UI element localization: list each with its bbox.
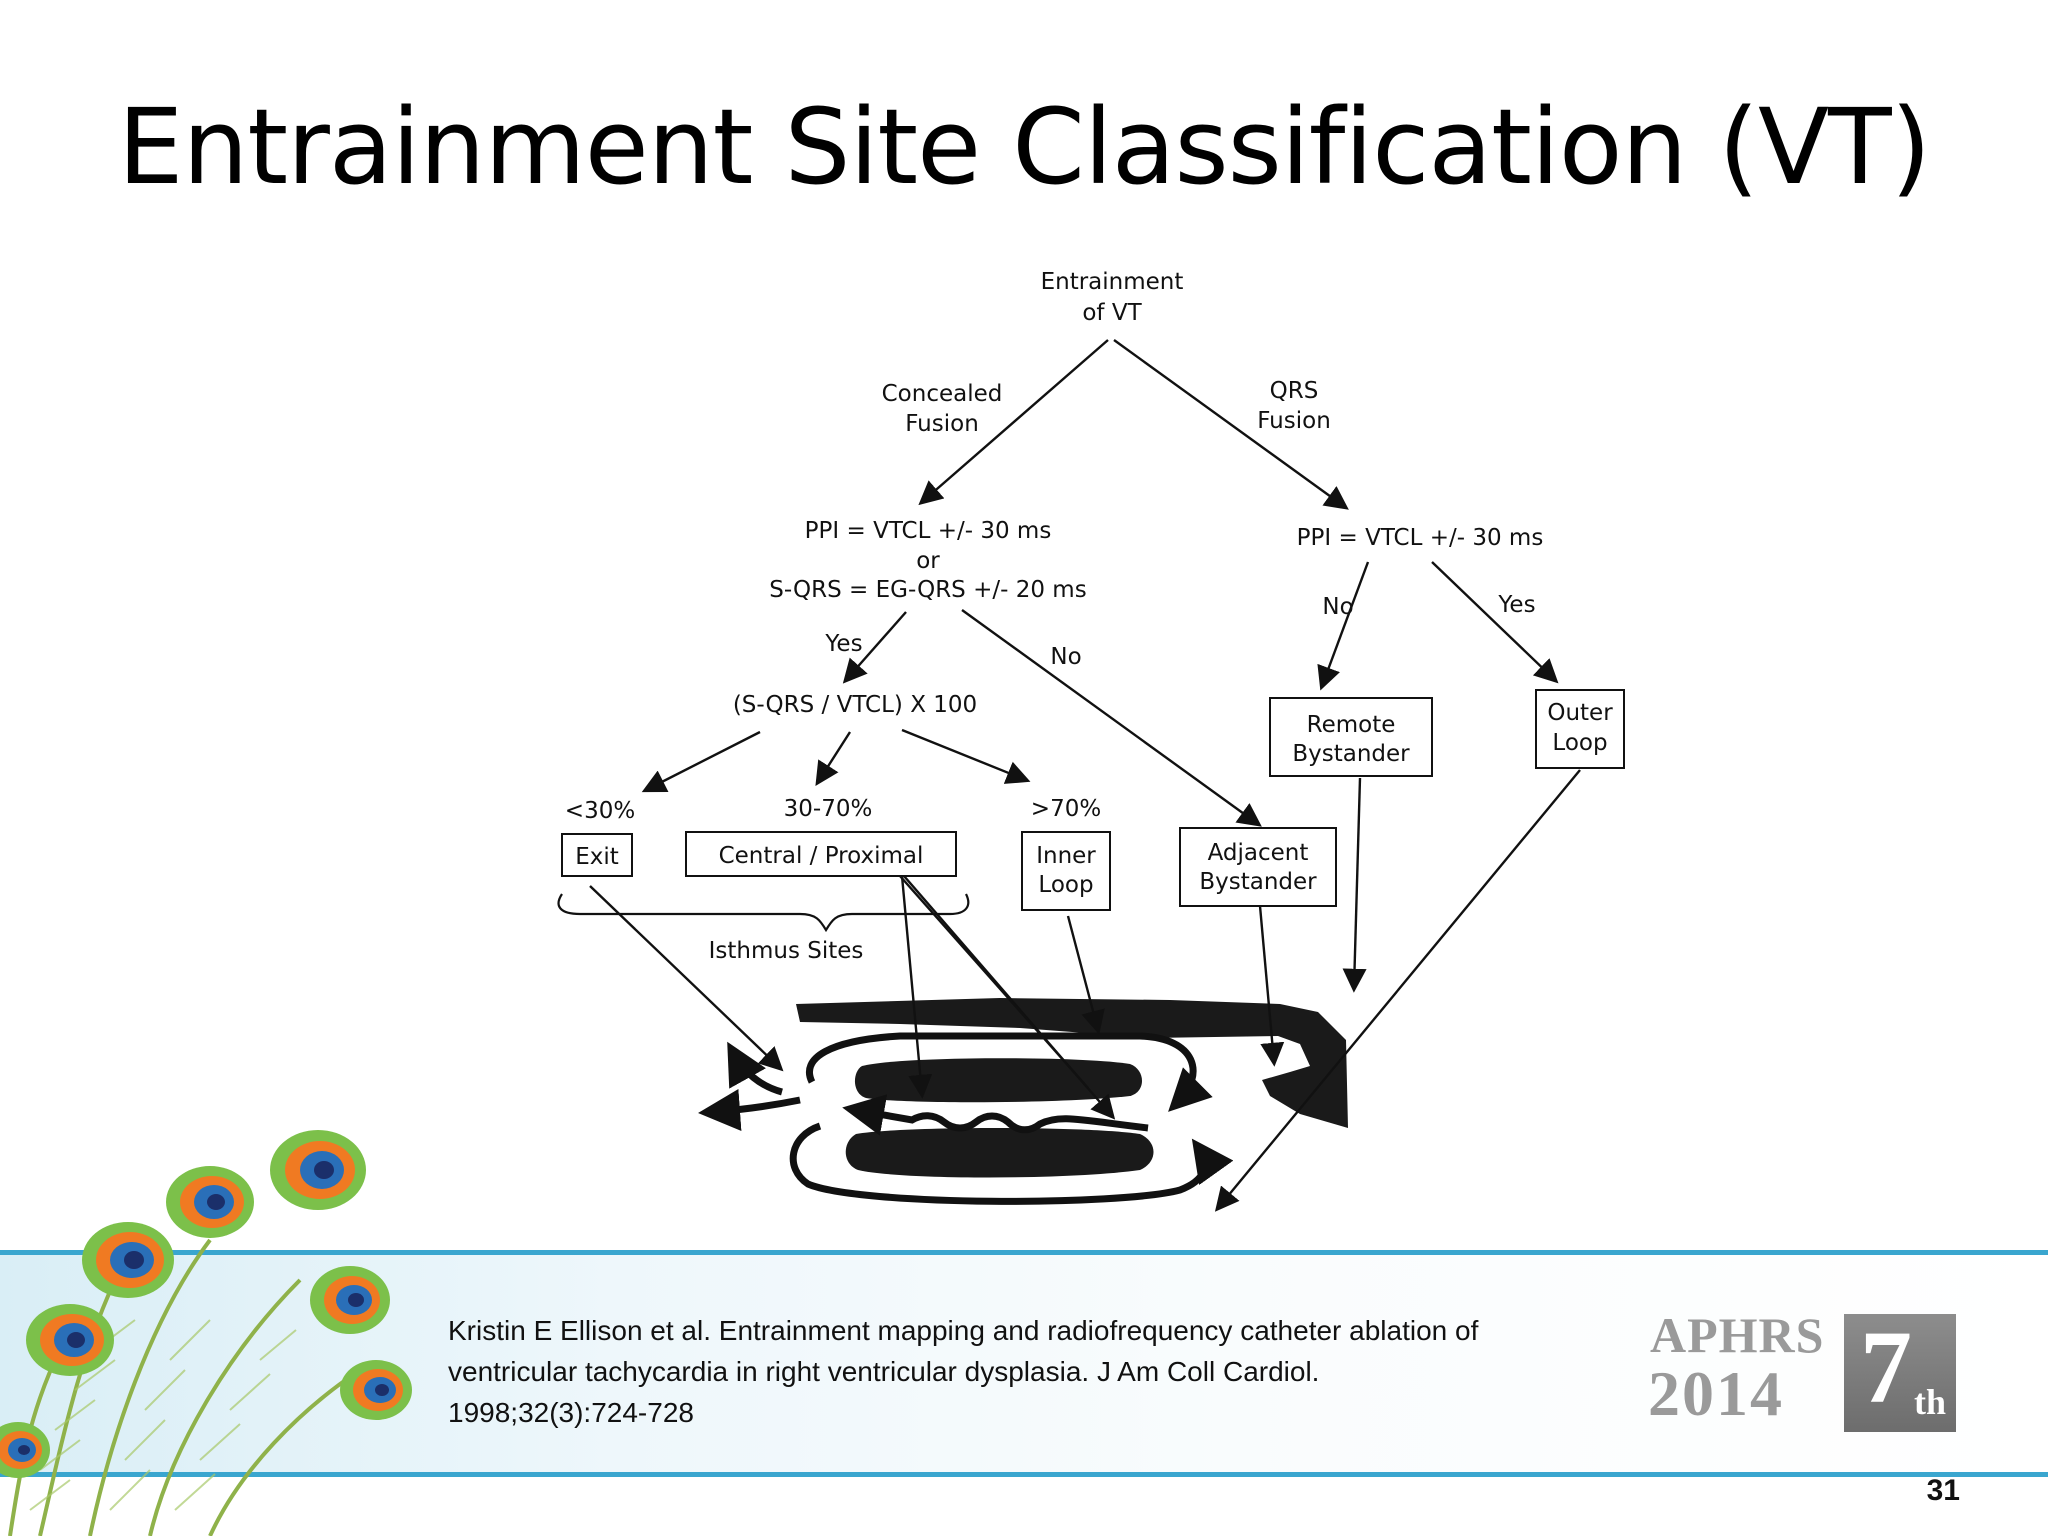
feather-eye-1 <box>82 1222 174 1298</box>
logo-edition-number: 7 <box>1860 1310 1912 1425</box>
root-label-line2: of VT <box>1082 300 1142 326</box>
feather-eye-3 <box>270 1130 366 1210</box>
arrow-right-no <box>1317 561 1370 691</box>
feather-eye-5 <box>310 1266 390 1334</box>
left-criteria-line1: PPI = VTCL +/- 30 ms <box>805 518 1052 544</box>
page-number: 31 <box>1926 1474 1960 1507</box>
logo-edition-suffix: th <box>1914 1382 1947 1422</box>
citation-line-2: ventricular tachycardia in right ventric… <box>448 1356 1320 1387</box>
pointer-central-1 <box>900 875 933 1099</box>
box-remote-line2: Bystander <box>1292 741 1410 767</box>
right-no-label: No <box>1322 594 1353 620</box>
isthmus-label: Isthmus Sites <box>709 938 864 964</box>
qrs-fusion-line1: QRS <box>1270 378 1319 404</box>
arrow-left-no <box>961 609 1262 827</box>
arrow-ratio-mid <box>815 731 852 787</box>
box-inner-line1: Inner <box>1036 843 1096 869</box>
footer-bottom-line <box>0 1472 2048 1477</box>
concealed-fusion-line1: Concealed <box>882 381 1003 407</box>
aphrs-2014-logo: APHRS 2014 7 th <box>1648 1306 1960 1436</box>
left-yes-label: Yes <box>824 631 862 657</box>
left-criteria-or: or <box>916 548 940 574</box>
pointer-remote <box>1342 777 1367 993</box>
footer-top-line <box>0 1250 2048 1255</box>
feather-eye-4 <box>26 1304 114 1376</box>
root-label-line1: Entrainment <box>1041 269 1184 295</box>
citation-line-3: 1998;32(3):724-728 <box>448 1397 694 1428</box>
circuit-isthmus-wave <box>842 1094 1149 1136</box>
box-outer-line2: Loop <box>1552 730 1607 756</box>
box-remote-line1: Remote <box>1307 712 1396 738</box>
exit-arrow-up <box>727 1041 784 1096</box>
peacock-feathers-decoration <box>0 1130 412 1536</box>
ratio-label: (S-QRS / VTCL) X 100 <box>733 692 977 718</box>
circuit-upper-loop <box>805 1032 1213 1112</box>
isthmus-brace <box>557 893 970 933</box>
circuit-lower-loop <box>789 1122 1234 1205</box>
feather-barbs <box>29 1319 297 1511</box>
pointer-inner <box>1066 915 1105 1035</box>
slide-title: Entrainment Site Classification (VT) <box>117 86 1932 208</box>
box-adjacent-line1: Adjacent <box>1208 840 1309 866</box>
right-criteria: PPI = VTCL +/- 30 ms <box>1297 525 1544 551</box>
citation-line-1: Kristin E Ellison et al. Entrainment map… <box>448 1315 1479 1346</box>
citation: Kristin E Ellison et al. Entrainment map… <box>448 1310 1628 1433</box>
arrow-right-yes <box>1431 561 1559 684</box>
arrow-ratio-high <box>901 728 1031 784</box>
pointer-adjacent <box>1258 905 1285 1067</box>
pointer-central-3 <box>899 875 1089 1089</box>
arrow-root-to-concealed <box>918 339 1109 506</box>
pointer-exit <box>589 885 784 1072</box>
pct-low-label: <30% <box>565 798 635 824</box>
feather-eye-2 <box>166 1166 254 1238</box>
left-criteria-line2: S-QRS = EG-QRS +/- 20 ms <box>769 577 1086 603</box>
arrow-left-yes <box>842 611 907 684</box>
exit-arrow-left <box>698 1089 801 1131</box>
logo-year: 2014 <box>1648 1358 1784 1429</box>
feather-stems <box>8 1238 362 1536</box>
scar-top <box>796 998 1348 1128</box>
left-no-label: No <box>1050 644 1081 670</box>
scar-middle <box>854 1058 1142 1103</box>
pointer-outer <box>1214 769 1581 1212</box>
arrow-root-to-qrs <box>1113 339 1349 510</box>
box-central <box>685 831 957 877</box>
box-central-label: Central / Proximal <box>719 843 924 869</box>
box-outer <box>1535 689 1625 769</box>
arrow-ratio-low <box>641 730 761 793</box>
box-remote <box>1269 697 1433 777</box>
box-adjacent <box>1179 827 1337 907</box>
box-inner-line2: Loop <box>1038 872 1093 898</box>
pct-mid-label: 30-70% <box>784 796 873 822</box>
box-inner <box>1021 831 1111 911</box>
box-outer-line1: Outer <box>1547 700 1613 726</box>
box-adjacent-line2: Bystander <box>1199 869 1317 895</box>
box-exit <box>561 833 633 877</box>
logo-edition-badge: 7 th <box>1844 1314 1956 1432</box>
qrs-fusion-line2: Fusion <box>1257 408 1331 434</box>
pct-high-label: >70% <box>1031 796 1101 822</box>
concealed-fusion-line2: Fusion <box>905 411 979 437</box>
feather-eye-7 <box>0 1422 50 1478</box>
box-exit-label: Exit <box>575 844 619 870</box>
logo-org: APHRS <box>1650 1307 1825 1363</box>
right-yes-label: Yes <box>1497 592 1535 618</box>
feather-eye-6 <box>340 1360 412 1420</box>
scar-bottom <box>845 1128 1154 1178</box>
